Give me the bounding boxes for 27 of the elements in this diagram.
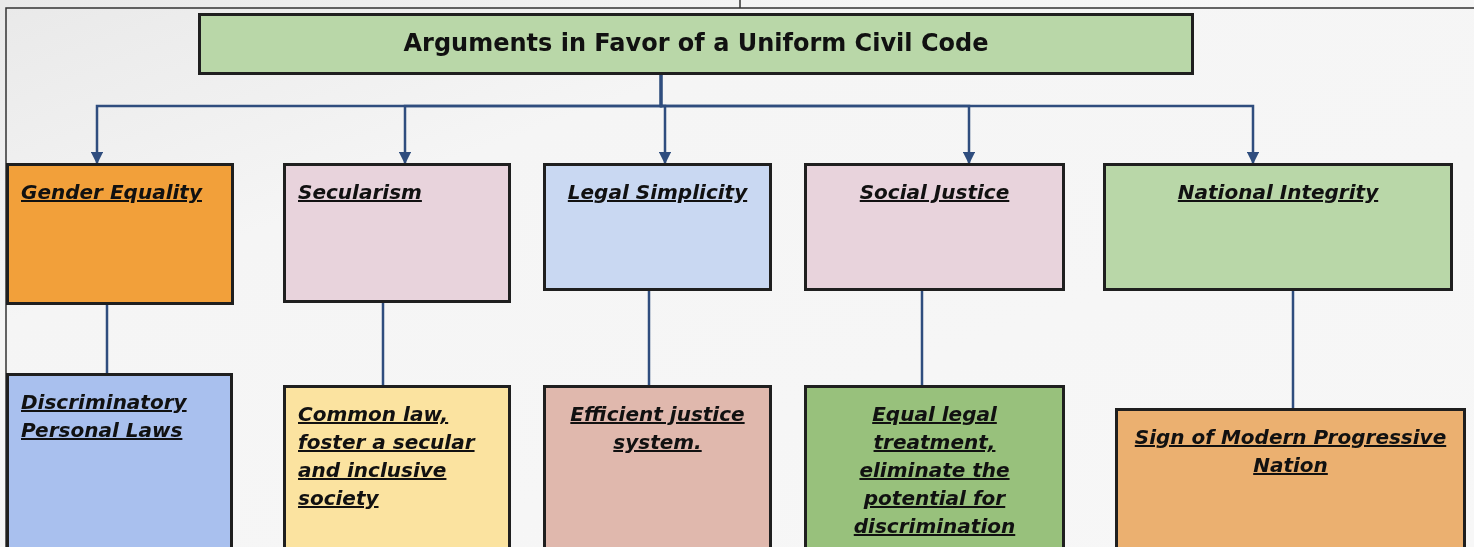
topic-box <box>6 163 234 305</box>
title-box <box>198 13 1194 75</box>
connector-line <box>1291 291 1295 408</box>
topic-box <box>1103 163 1453 291</box>
topic-box <box>543 385 772 547</box>
box-text: Sign of Modern Progressive Nation <box>1133 424 1448 479</box>
topic-box <box>804 385 1065 547</box>
box-text: Equal legal treatment, eliminate the potential for discrimination <box>852 401 1017 540</box>
connector-line <box>381 303 385 385</box>
box-text: Secularism <box>298 179 422 206</box>
connector-line <box>105 305 109 373</box>
heading-text: Arguments in Favor of a Uniform Civil Code <box>403 28 989 60</box>
box-text: National Integrity <box>1177 179 1379 206</box>
topic-box <box>804 163 1065 291</box>
topic-box <box>543 163 772 291</box>
topic-box <box>283 163 511 303</box>
box-text: Discriminatory Personal Laws <box>21 389 188 444</box>
box-text: Common law, foster a secular and inclusive society <box>298 401 477 512</box>
box-text: Efficient justice system. <box>569 401 746 456</box>
arrow <box>659 75 1260 165</box>
connector-line <box>920 291 924 385</box>
box-text: Gender Equality <box>21 179 202 206</box>
connector-line <box>647 291 651 385</box>
box-text: Legal Simplicity <box>567 179 748 206</box>
topic-box <box>283 385 511 547</box>
box-text: Social Justice <box>859 179 1010 206</box>
topic-box <box>6 373 233 547</box>
